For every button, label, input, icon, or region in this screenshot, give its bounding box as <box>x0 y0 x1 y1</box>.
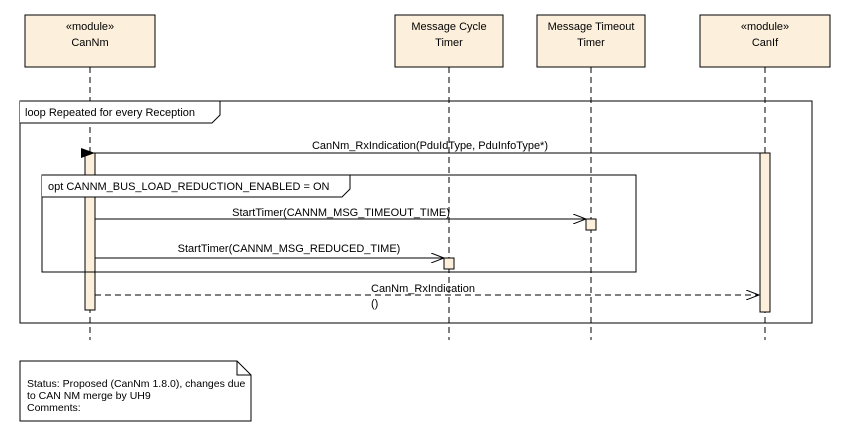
participant-name: Message Cycle <box>411 21 486 33</box>
loop-fragment-label: loop Repeated for every Reception <box>25 107 195 119</box>
participant-message-cycle-timer[interactable]: Message Cycle Timer <box>394 14 504 68</box>
participant-name: CanIf <box>752 37 779 49</box>
participant-message-timeout-timer[interactable]: Message Timeout Timer <box>536 14 646 68</box>
participant-stereotype: «module» <box>741 21 789 33</box>
opt-fragment: opt CANNM_BUS_LOAD_REDUCTION_ENABLED = O… <box>41 174 637 273</box>
message-rx-indication: CanNm_RxIndication(PduIdType, PduInfoTyp… <box>81 140 760 158</box>
message-start-timer-reduced: StartTimer(CANNM_MSG_REDUCED_TIME) <box>95 243 444 258</box>
note-line: to CAN NM merge by UH9 <box>27 390 151 402</box>
activation-message-timeout-timer <box>585 218 597 231</box>
activation-canif <box>759 152 771 313</box>
activation-message-cycle-timer <box>443 257 455 270</box>
loop-fragment: loop Repeated for every Reception <box>19 100 813 324</box>
participant-name: Message Timeout <box>548 21 635 33</box>
status-note: Status: Proposed (CanNm 1.8.0), changes … <box>19 360 252 422</box>
note-line: Comments: <box>27 402 81 414</box>
participant-cannm[interactable]: «module» CanNm <box>24 14 156 68</box>
message-label: CanNm_RxIndication(PduIdType, PduInfoTyp… <box>312 140 548 152</box>
message-label-args: () <box>371 298 378 310</box>
message-rx-indication-return: CanNm_RxIndication () <box>95 283 759 310</box>
message-label: StartTimer(CANNM_MSG_TIMEOUT_TIME) <box>232 207 450 219</box>
note-line: Status: Proposed (CanNm 1.8.0), changes … <box>27 378 245 390</box>
message-start-timer-timeout: StartTimer(CANNM_MSG_TIMEOUT_TIME) <box>95 207 586 219</box>
opt-fragment-label: opt CANNM_BUS_LOAD_REDUCTION_ENABLED = O… <box>48 181 330 193</box>
participant-canif[interactable]: «module» CanIf <box>699 14 831 68</box>
participant-stereotype: «module» <box>66 21 114 33</box>
participant-name-line2: Timer <box>435 37 463 49</box>
message-label: CanNm_RxIndication <box>371 283 475 295</box>
participant-name-line2: Timer <box>577 37 605 49</box>
message-label: StartTimer(CANNM_MSG_REDUCED_TIME) <box>178 243 401 255</box>
participant-name: CanNm <box>71 37 108 49</box>
